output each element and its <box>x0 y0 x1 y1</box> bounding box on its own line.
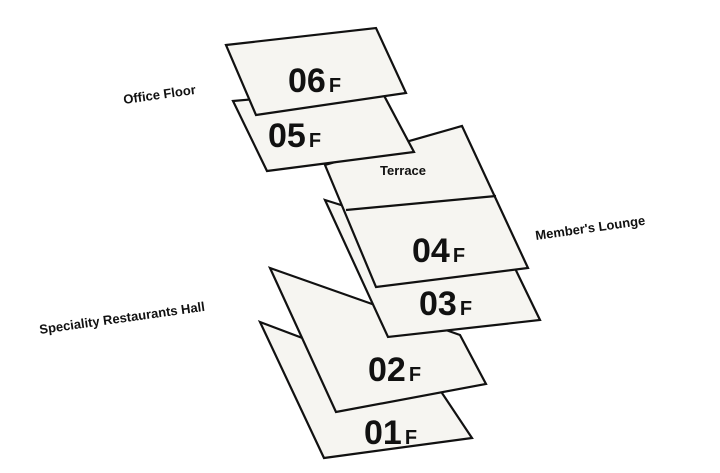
zone-label-restaurants-hall: Speciality Restaurants Hall <box>38 299 205 337</box>
floor-suffix-01: F <box>405 427 417 449</box>
zone-label-members-lounge: Member's Lounge <box>534 213 646 243</box>
floor-number-06: 06 <box>288 62 326 100</box>
floor-suffix-02: F <box>409 364 421 386</box>
floor-suffix-05: F <box>309 130 321 152</box>
floor-plate-06 <box>224 26 408 117</box>
floor-suffix-04: F <box>453 245 465 267</box>
floor-number-05: 05 <box>268 117 306 155</box>
floor-number-04: 04 <box>412 232 450 270</box>
floor-number-01: 01 <box>364 414 402 452</box>
floor-number-03: 03 <box>419 285 457 323</box>
floor-suffix-03: F <box>460 298 472 320</box>
floor-plate-04 <box>323 124 530 289</box>
zone-label-office-floor: Office Floor <box>122 82 196 107</box>
floor-number-02: 02 <box>368 351 406 389</box>
terrace-divider <box>345 194 497 212</box>
floor-suffix-06: F <box>329 75 341 97</box>
terrace-label: Terrace <box>380 163 426 178</box>
